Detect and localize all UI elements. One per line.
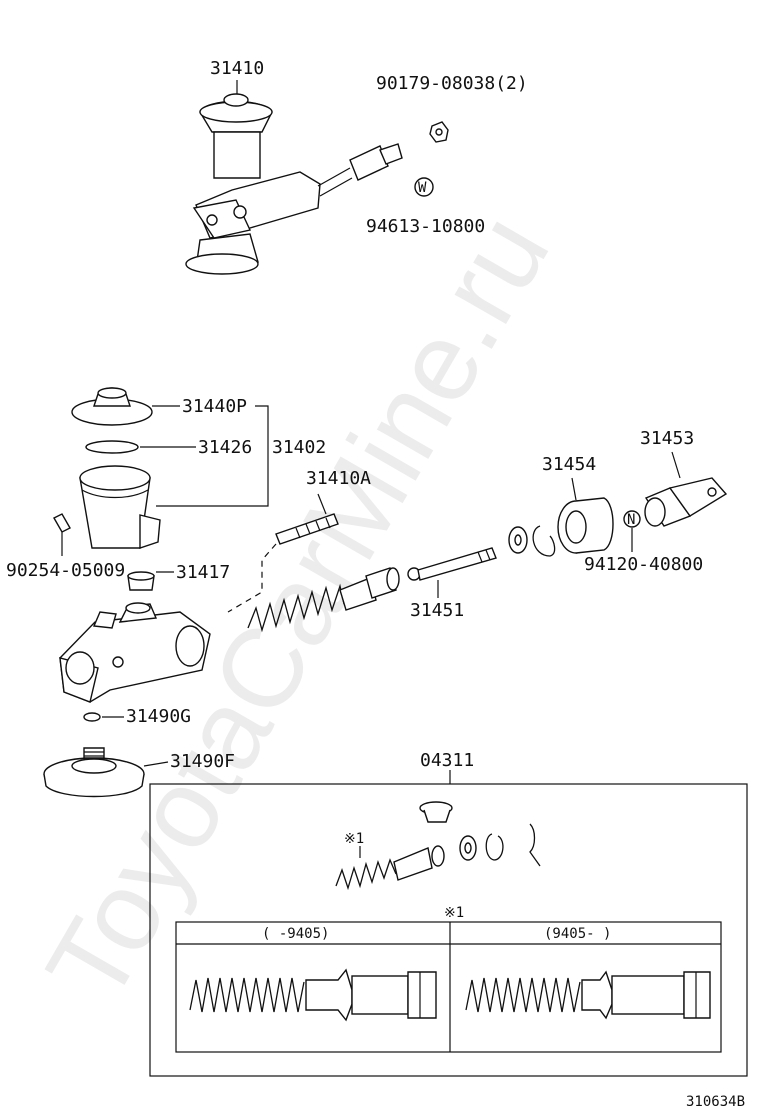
reservoir-cap-drawing (71, 387, 153, 426)
variant-table (175, 921, 722, 1053)
ref-mark-1-variants: ※1 (444, 905, 464, 921)
callout-31454: 31454 (542, 454, 596, 475)
kit-piston-drawing (393, 847, 433, 881)
cylinder-body-drawing (59, 602, 211, 703)
callout-94120-40800: 94120-40800 (584, 554, 703, 575)
kit-clip-drawing (529, 823, 541, 867)
clevis-drawing (644, 477, 728, 527)
flange-drawing (43, 747, 145, 798)
kit-grommet-drawing (419, 801, 453, 823)
watermark: ToyotaCarMine.ru (23, 194, 573, 1022)
reservoir-body-drawing (79, 465, 161, 549)
variant-left-label: ( -9405) (262, 926, 329, 942)
callout-31402: 31402 (272, 437, 326, 458)
callout-90254-05009: 90254-05009 (6, 560, 125, 581)
variant-left-piston-drawing (189, 968, 437, 1022)
ref-mark-1: ※1 (344, 831, 364, 847)
boot-drawing (557, 497, 614, 554)
nut-icon (429, 121, 449, 143)
variant-right-label: (9405- ) (544, 926, 611, 942)
callout-31490F: 31490F (170, 751, 235, 772)
kit-snap-ring-drawing (485, 833, 504, 861)
callout-31426: 31426 (198, 437, 252, 458)
nut-n-icon: N (623, 510, 641, 528)
stud-drawing (275, 513, 339, 545)
spring-drawing (247, 583, 345, 633)
piston-drawing (339, 567, 400, 611)
kit-box (149, 783, 748, 1077)
pin-drawing (53, 513, 71, 533)
callout-31453: 31453 (640, 428, 694, 449)
kit-spring-drawing (335, 858, 397, 891)
callout-31410: 31410 (210, 58, 264, 79)
mark-w: W (418, 180, 427, 196)
callout-31451: 31451 (410, 600, 464, 621)
callout-31490G: 31490G (126, 706, 191, 727)
variant-right-piston-drawing (465, 970, 711, 1020)
push-rod-drawing (407, 547, 497, 581)
callout-31417: 31417 (176, 562, 230, 583)
gasket-31490G-drawing (83, 712, 101, 722)
callout-31440P: 31440P (182, 396, 247, 417)
callout-31410A: 31410A (306, 468, 371, 489)
figure-id: 310634B (686, 1094, 745, 1110)
master-cylinder-assembly-drawing (185, 93, 403, 275)
pin-w-icon: W (414, 177, 434, 197)
callout-90179-08038: 90179-08038(2) (376, 73, 528, 94)
callout-94613-10800: 94613-10800 (366, 216, 485, 237)
snap-ring-drawing (532, 525, 556, 557)
mark-n: N (627, 512, 635, 528)
callout-04311: 04311 (420, 750, 474, 771)
reservoir-gasket-drawing (85, 440, 139, 454)
